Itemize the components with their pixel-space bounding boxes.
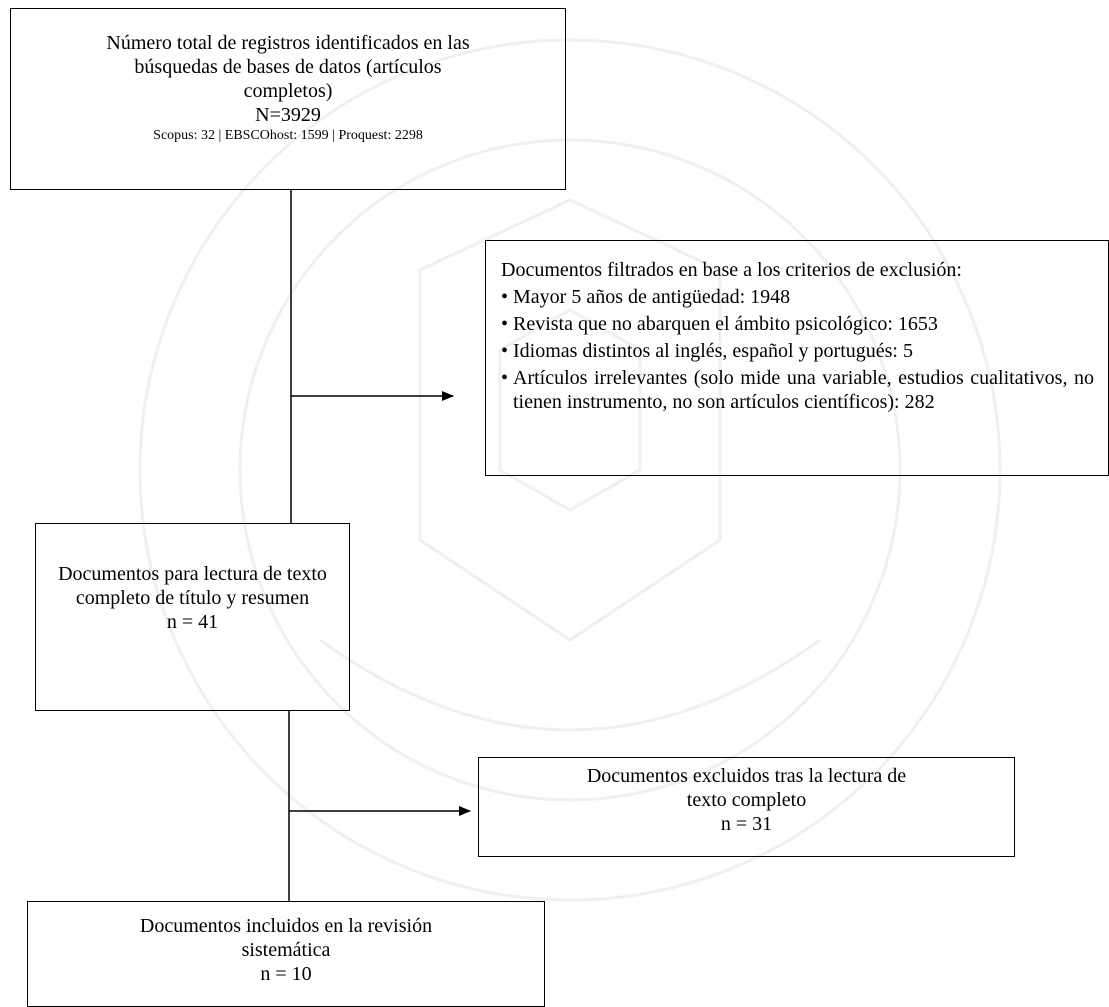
included-studies-line1: Documentos incluidos en la revisión	[139, 915, 433, 937]
excluded-full-text-box: Documentos excluidos tras la lectura de …	[478, 757, 1015, 857]
university-seal-watermark	[138, 38, 1002, 902]
included-studies-box: Documentos incluidos en la revisión sist…	[27, 901, 545, 1007]
identified-records-line1: Número total de registros identificados …	[106, 32, 470, 54]
exclusion-criteria-item: Idiomas distintos al inglés, español y p…	[501, 339, 1094, 363]
included-studies-count: n = 10	[260, 963, 312, 985]
identified-records-sources: Scopus: 32 | EBSCOhost: 1599 | Proquest:…	[153, 128, 423, 143]
full-text-review-count: n = 41	[166, 611, 219, 633]
excluded-full-text-line2: texto completo	[686, 789, 807, 811]
exclusion-criteria-item: Mayor 5 años de antigüedad: 1948	[501, 285, 1094, 309]
identified-records-box: Número total de registros identificados …	[10, 8, 566, 190]
full-text-review-line1: Documentos para lectura de texto	[58, 563, 327, 585]
exclusion-criteria-box: Documentos filtrados en base a los crite…	[485, 240, 1109, 476]
excluded-full-text-line1: Documentos excluidos tras la lectura de	[586, 765, 907, 787]
exclusion-criteria-item: Revista que no abarquen el ámbito psicol…	[501, 312, 1094, 336]
exclusion-criteria-item: Artículos irrelevantes (solo mide una va…	[501, 366, 1094, 414]
excluded-full-text-count: n = 31	[720, 813, 773, 835]
identified-records-count: N=3929	[255, 104, 321, 126]
identified-records-line2: búsquedas de bases de datos (artículos	[134, 56, 442, 78]
full-text-review-box: Documentos para lectura de texto complet…	[35, 523, 350, 711]
exclusion-criteria-intro: Documentos filtrados en base a los crite…	[501, 259, 962, 281]
included-studies-line2: sistemática	[241, 939, 331, 961]
exclusion-criteria-list: Mayor 5 años de antigüedad: 1948 Revista…	[501, 285, 1094, 414]
identified-records-line3: completos)	[243, 80, 333, 102]
full-text-review-line2: completo de título y resumen	[75, 587, 310, 609]
